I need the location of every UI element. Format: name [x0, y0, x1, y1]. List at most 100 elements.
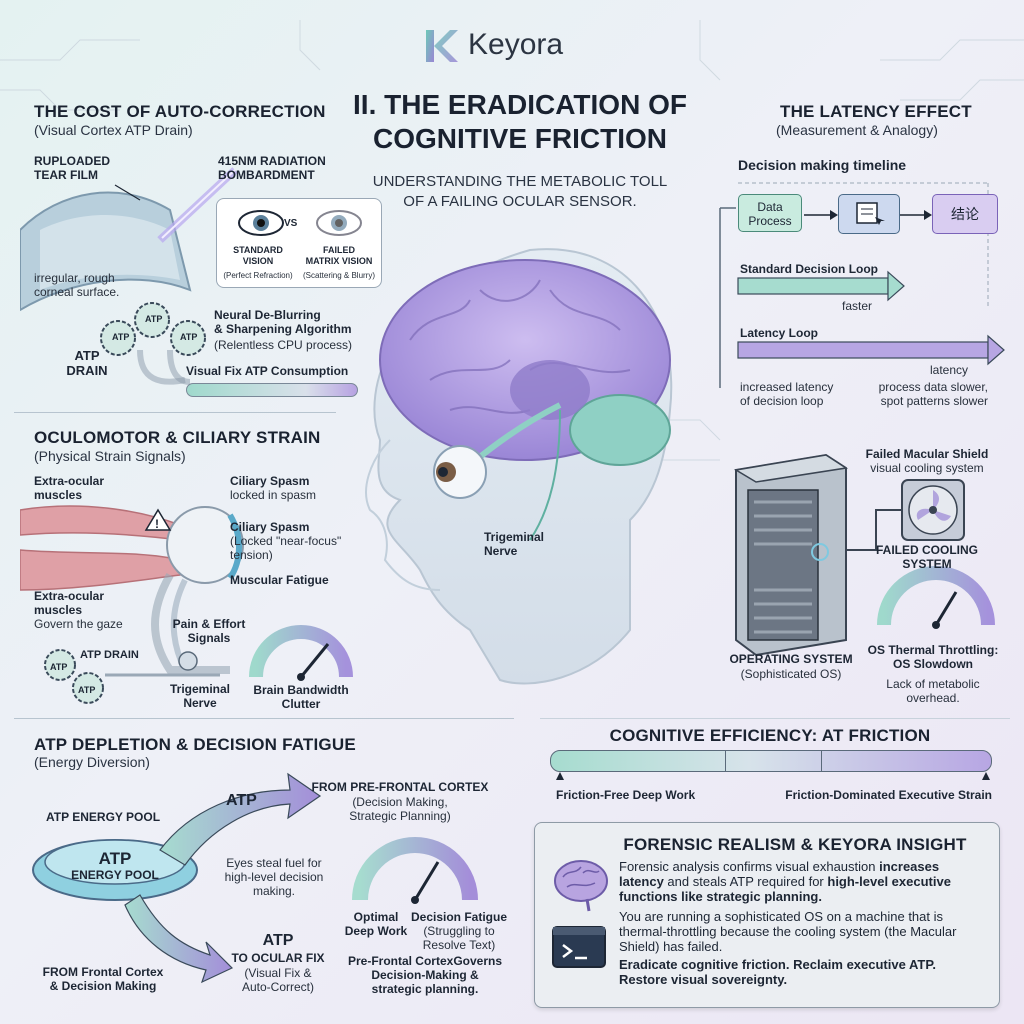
process-slower-text: process data slower, spot patterns slowe…	[878, 380, 988, 408]
atp-arrow-up	[159, 772, 322, 866]
brand-name: Keyora	[468, 28, 564, 61]
extra-ocular-note-2: Govern the gaze	[34, 617, 123, 631]
latency-heading: THE LATENCY EFFECT	[780, 102, 972, 121]
latency-diagram	[719, 182, 1005, 388]
efficiency-bar	[550, 750, 992, 772]
standard-vision-note: (Perfect Refraction)	[223, 271, 293, 280]
vision-comparison-box: VS STANDARD VISION (Perfect Refraction) …	[216, 198, 382, 288]
insight-p1-c: and steals ATP required for	[663, 874, 828, 889]
insight-paragraph-3: Eradicate cognitive friction. Reclaim ex…	[619, 957, 936, 987]
standard-eye-icon	[238, 210, 284, 236]
ciliary-spasm-note-1: locked in spasm	[230, 488, 317, 502]
strained-eye-icon	[166, 506, 244, 584]
vs-label: VS	[284, 218, 298, 229]
insight-paragraph-1: Forensic analysis confirms visual exhaus…	[619, 859, 985, 904]
standard-loop-bar	[737, 277, 889, 295]
standard-loop-label: Standard Decision Loop	[740, 262, 879, 276]
insight-p1-d: high-level executive functions like stra…	[619, 874, 951, 904]
page-title: II. THE ERADICATION OF COGNITIVE FRICTIO…	[310, 88, 730, 156]
nerve-junction-icon	[178, 651, 198, 671]
to-ocular-note: (Visual Fix & Auto-Correct)	[241, 966, 315, 994]
failed-eye-icon	[316, 210, 362, 236]
insight-paragraph-2: You are running a sophisticated OS on a …	[619, 909, 957, 954]
bandwidth-gauge-icon	[249, 625, 353, 681]
center-trigeminal-label: Trigeminal Nerve	[484, 530, 545, 558]
pain-effort-label: Pain & Effort Signals	[172, 617, 246, 645]
atp-flow-illustration	[32, 772, 478, 984]
server-analogy-illustration	[733, 453, 995, 657]
atp-gear-icon-5	[72, 672, 104, 704]
trigeminal-nerve-path	[529, 409, 561, 541]
neural-algorithm-note: (Relentless CPU process)	[214, 338, 353, 352]
failed-vision-note: (Scattering & Blurry)	[302, 271, 376, 280]
page-subtitle: UNDERSTANDING THE METABOLIC TOLL OF A FA…	[330, 172, 710, 212]
cost-heading: THE COST OF AUTO-CORRECTION	[34, 102, 326, 121]
brain-insight-icon	[554, 860, 608, 912]
document-cursor-icon	[856, 202, 885, 225]
atp-gear-label-1: ATP	[112, 332, 130, 342]
left-divider-1	[14, 412, 336, 413]
title-line-1: II. THE ERADICATION OF	[353, 89, 687, 120]
efficiency-left-label: Friction-Free Deep Work	[556, 788, 696, 802]
terminal-icon	[552, 926, 606, 968]
operating-system-note: (Sophisticated OS)	[740, 667, 842, 681]
insight-heading: FORENSIC REALISM & KEYORA INSIGHT	[623, 835, 967, 854]
head-brain-illustration	[365, 248, 673, 685]
cost-subheading: (Visual Cortex ATP Drain)	[34, 122, 193, 138]
extra-ocular-label-2: Extra-ocular muscles	[34, 589, 105, 617]
oculomotor-subheading: (Physical Strain Signals)	[34, 448, 186, 464]
tear-film-label: RUPLOADED TEAR FILM	[34, 154, 111, 182]
from-pfc-note: (Decision Making, Strategic Planning)	[349, 795, 451, 823]
atp-gear-label-2: ATP	[145, 314, 163, 324]
operating-system-label: OPERATING SYSTEM	[729, 652, 853, 666]
atp-gear-icon-3	[170, 320, 206, 356]
radiation-label: 415NM RADIATION BOMBARDMENT	[218, 154, 326, 182]
standard-vision-label: STANDARD VISION	[233, 245, 283, 266]
failed-vision-label: FAILED MATRIX VISION	[305, 245, 373, 266]
timeline-label: Decision making timeline	[738, 157, 907, 173]
atp-gear-icon-1	[100, 320, 136, 356]
throttle-gauge-arc	[877, 566, 995, 626]
atp-gear-label-5: ATP	[78, 685, 96, 695]
visual-fix-bar	[186, 383, 358, 397]
efficiency-right-label: Friction-Dominated Executive Strain	[785, 788, 992, 802]
bandwidth-label: Brain Bandwidth Clutter	[253, 683, 349, 711]
warning-triangle-icon	[144, 508, 172, 531]
pfc-governs-label: Pre-Frontal CortexGoverns Decision-Makin…	[347, 954, 503, 996]
efficiency-heading: COGNITIVE EFFICIENCY: AT FRICTION	[609, 726, 931, 745]
from-frontal-label: FROM Frontal Cortex & Decision Making	[42, 965, 164, 993]
conclusion-box: 结论	[932, 194, 998, 234]
vision-eyes	[238, 210, 362, 236]
svg-text:!: !	[155, 517, 159, 531]
atp-gear-label-4: ATP	[50, 662, 68, 672]
atp-drain-label: ATP DRAIN	[66, 348, 108, 378]
to-ocular-label: TO OCULAR FIX	[231, 951, 325, 965]
failed-cooling-label: FAILED COOLING SYSTEM	[876, 543, 978, 571]
ciliary-spasm-label-2: Ciliary Spasm	[230, 520, 310, 534]
macular-shield-note: visual cooling system	[870, 461, 984, 475]
right-divider	[540, 718, 1010, 719]
pool-atp-text: ATP	[98, 849, 132, 868]
atp-depletion-subheading: (Energy Diversion)	[34, 754, 150, 770]
thermal-throttling-note: Lack of metabolic overhead.	[886, 677, 980, 705]
extra-ocular-label-1: Extra-ocular muscles	[34, 474, 105, 502]
eyes-steal-text: Eyes steal fuel for high-level decision …	[224, 856, 324, 898]
atp-pool-label: ATP ENERGY POOL	[46, 810, 161, 824]
ciliary-spasm-label-1: Ciliary Spasm	[230, 474, 310, 488]
atp-gear-icon-2	[134, 302, 170, 338]
from-pfc-label: FROM PRE-FRONTAL CORTEX	[311, 780, 489, 794]
oculo-trigeminal-label: Trigeminal Nerve	[169, 682, 231, 710]
data-process-box: Data Process	[738, 194, 802, 232]
face-profile	[365, 439, 441, 591]
visual-fix-label: Visual Fix ATP Consumption	[186, 364, 349, 378]
server-tower-icon	[733, 453, 849, 657]
latency-subheading: (Measurement & Analogy)	[776, 122, 938, 138]
increased-latency-text: increased latency of decision loop	[740, 380, 834, 408]
latency-word: latency	[930, 363, 969, 377]
corneal-label: irregular, rough corneal surface.	[34, 271, 120, 299]
analysis-box	[838, 194, 900, 234]
oculo-atp-drain-label: ATP DRAIN	[80, 649, 139, 661]
atp-gear-label-3: ATP	[180, 332, 198, 342]
keyora-logo-icon	[426, 30, 458, 62]
subtitle-line-2: OF A FAILING OCULAR SENSOR.	[403, 193, 637, 210]
